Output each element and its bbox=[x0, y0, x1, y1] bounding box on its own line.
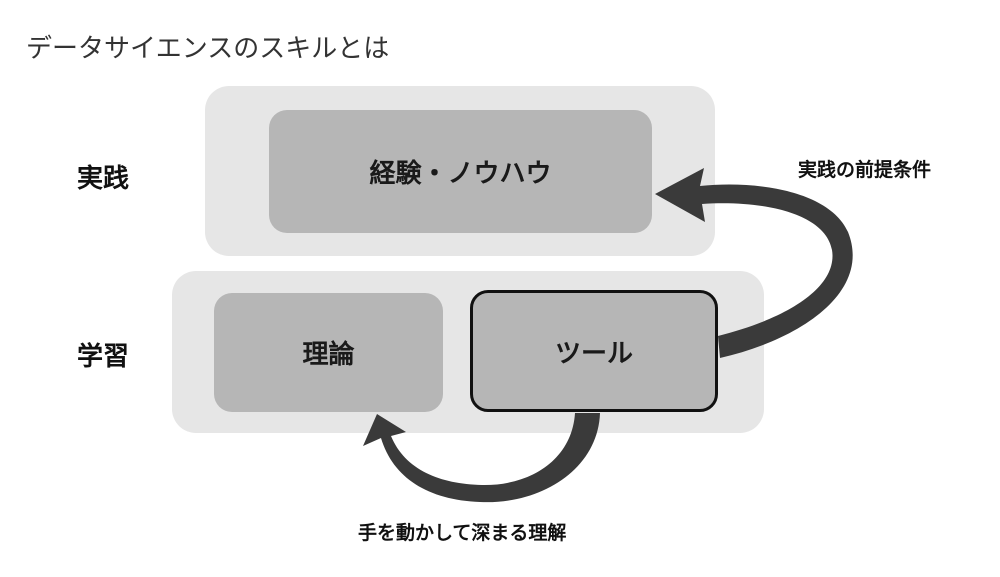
practice-row-label: 実践 bbox=[77, 164, 130, 194]
tool-box: ツール bbox=[470, 290, 718, 412]
deep-understanding-note: 手を動かして深まる理解 bbox=[358, 522, 567, 544]
experience-knowhow-label: 経験・ノウハウ bbox=[369, 159, 552, 189]
practice-premise-note: 実践の前提条件 bbox=[798, 159, 932, 181]
learning-row-label: 学習 bbox=[77, 342, 130, 372]
theory-box: 理論 bbox=[214, 293, 443, 412]
tool-label: ツール bbox=[554, 338, 633, 369]
diagram-title: データサイエンスのスキルとは bbox=[26, 34, 390, 64]
experience-knowhow-box: 経験・ノウハウ bbox=[269, 110, 652, 233]
theory-label: 理論 bbox=[302, 340, 355, 370]
